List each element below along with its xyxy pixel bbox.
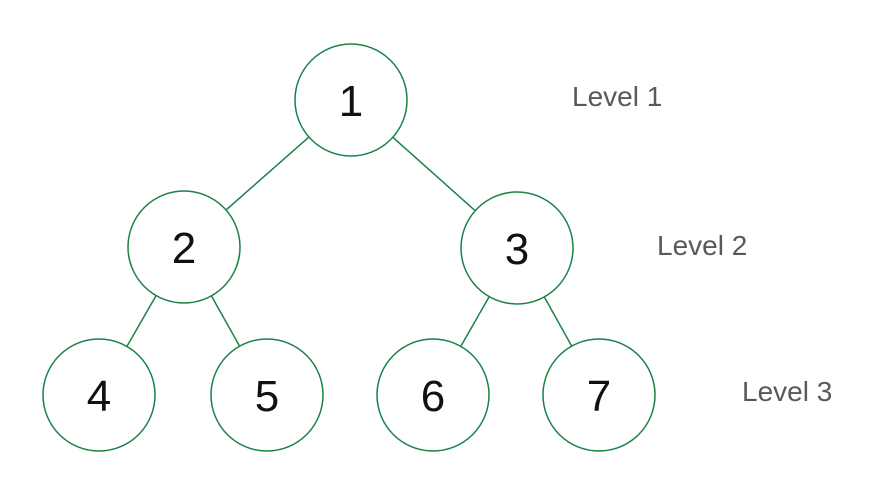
- tree-node-label-3: 3: [505, 225, 529, 274]
- level-label-1: Level 1: [572, 81, 662, 112]
- tree-node-label-5: 5: [255, 372, 279, 421]
- tree-node-3: [460, 191, 574, 305]
- tree-node-4: [42, 338, 156, 452]
- tree-node-label-2: 2: [172, 224, 196, 273]
- tree-node-2: [127, 190, 241, 304]
- tree-node-6: [376, 338, 490, 452]
- level-label-3: Level 3: [742, 376, 832, 407]
- tree-node-1: [294, 43, 408, 157]
- tree-node-label-4: 4: [87, 372, 111, 421]
- tree-node-7: [542, 338, 656, 452]
- level-label-2: Level 2: [657, 230, 747, 261]
- tree-node-5: [210, 338, 324, 452]
- tree-node-label-7: 7: [587, 372, 611, 421]
- tree-node-label-6: 6: [421, 372, 445, 421]
- tree-node-label-1: 1: [339, 77, 363, 126]
